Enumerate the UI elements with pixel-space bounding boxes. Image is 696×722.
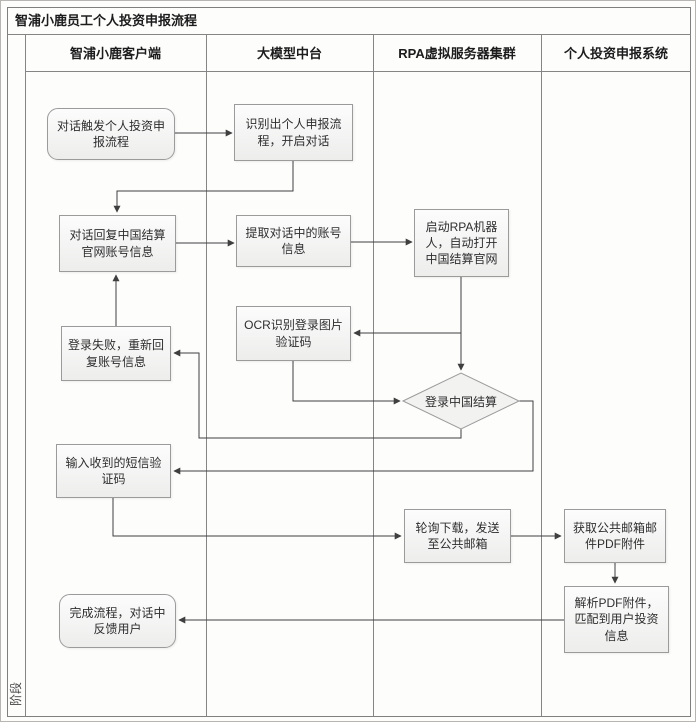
- lane-header-llm-platform: 大模型中台: [256, 46, 322, 61]
- diagram-frame: [7, 7, 691, 717]
- lane-divider-3: [541, 34, 542, 717]
- lane-header-declaration-system: 个人投资申报系统: [563, 46, 668, 61]
- node-start: 对话触发个人投资申报流程: [47, 108, 175, 160]
- node-input-sms: 输入收到的短信验证码: [56, 444, 171, 498]
- node-fetch-mail: 获取公共邮箱邮件PDF附件: [564, 509, 666, 563]
- diagram-title: 智浦小鹿员工个人投资申报流程: [15, 13, 198, 28]
- node-identify-flow: 识别出个人申报流程，开启对话: [234, 104, 353, 161]
- node-login-decision: 登录中国结算: [424, 394, 497, 409]
- lane-divider-2: [373, 34, 374, 717]
- header-divider: [25, 71, 691, 72]
- node-ocr-captcha: OCR识别登录图片验证码: [236, 306, 351, 361]
- lane-header-client: 智浦小鹿客户端: [69, 46, 161, 61]
- stage-strip-divider: [25, 34, 26, 717]
- title-divider: [7, 34, 691, 35]
- node-login-fail: 登录失败，重新回复账号信息: [61, 326, 171, 381]
- stage-label: 阶段: [9, 682, 23, 707]
- node-start-rpa: 启动RPA机器人，自动打开中国结算官网: [414, 209, 509, 277]
- lane-header-rpa-cluster: RPA虚拟服务器集群: [398, 46, 516, 61]
- node-poll-download: 轮询下载，发送至公共邮箱: [404, 509, 511, 563]
- node-reply-account: 对话回复中国结算官网账号信息: [59, 215, 176, 272]
- lane-divider-1: [206, 34, 207, 717]
- node-parse-pdf: 解析PDF附件，匹配到用户投资信息: [564, 586, 669, 653]
- node-finish: 完成流程，对话中反馈用户: [59, 594, 176, 648]
- node-extract-account: 提取对话中的账号信息: [236, 215, 351, 267]
